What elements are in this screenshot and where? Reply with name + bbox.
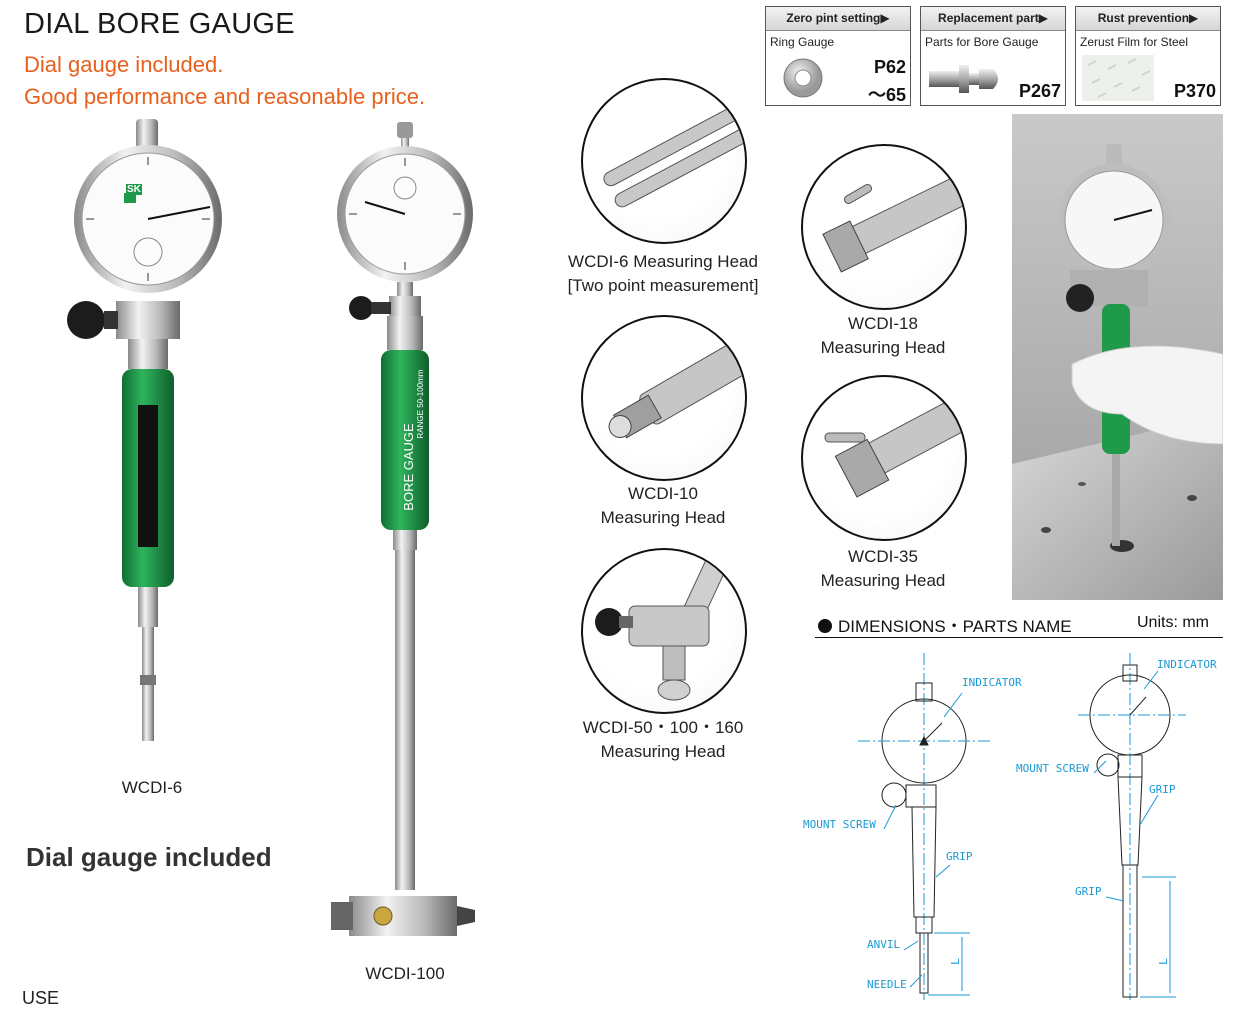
ref-box-rust-prevention[interactable]: Rust prevention▶ Zerust Film for Steel P…	[1075, 6, 1221, 106]
label-grip-left: GRIP	[946, 850, 973, 863]
sk-badge: SK	[126, 184, 142, 195]
head-image-wcdi-10	[581, 315, 747, 481]
ref-heading: Rust prevention▶	[1076, 7, 1220, 31]
zerust-film-icon	[1082, 55, 1154, 101]
label-mount-screw-left: MOUNT SCREW	[803, 818, 876, 831]
dimensions-heading: DIMENSIONS・PARTS NAME	[818, 612, 1072, 637]
head-image-wcdi-6	[581, 78, 747, 244]
ring-gauge-icon	[783, 58, 823, 98]
caption-wcdi-6: WCDI-6	[121, 778, 183, 797]
caption-wcdi-18-head: WCDI-18 Measuring Head	[820, 314, 946, 357]
caption-wcdi-10-head: WCDI-10 Measuring Head	[600, 484, 726, 527]
ref-page: P370	[1173, 81, 1216, 101]
ref-heading: Replacement part▶	[921, 7, 1065, 31]
triangle-right-icon: ▶	[880, 11, 890, 25]
caption-wcdi-100: WCDI-100	[365, 964, 445, 983]
wcdi-6-gauge-image	[67, 119, 222, 741]
label-indicator-right: INDICATOR	[1157, 658, 1217, 671]
label-grip-right-upper: GRIP	[1149, 783, 1176, 796]
caption-wcdi-6-head: WCDI-6 Measuring Head [Two point measure…	[567, 252, 759, 295]
label-length-right: L	[1156, 958, 1170, 965]
triangle-right-icon: ▶	[1038, 11, 1048, 25]
label-mount-screw-right: MOUNT SCREW	[1016, 762, 1089, 775]
label-anvil: ANVIL	[867, 938, 901, 951]
subtitle-line-2: Good performance and reasonable price.	[24, 84, 426, 109]
caption-wcdi-50-head: WCDI-50・100・160 Measuring Head	[582, 718, 744, 761]
head-image-wcdi-18	[801, 144, 967, 310]
dimensions-diagram	[858, 653, 1186, 1000]
head-image-wcdi-35	[801, 375, 967, 541]
subtitle-line-1: Dial gauge included.	[24, 52, 224, 77]
divider	[815, 637, 1223, 638]
bore-part-icon	[929, 65, 998, 93]
label-length-left: L	[948, 958, 962, 965]
head-image-wcdi-50	[581, 548, 747, 714]
triangle-right-icon: ▶	[1189, 11, 1199, 25]
ref-description: Parts for Bore Gauge	[925, 35, 1039, 49]
use-label: USE	[22, 988, 60, 1008]
ref-page: P62	[873, 57, 906, 77]
ref-description: Zerust Film for Steel	[1080, 35, 1189, 49]
label-needle: NEEDLE	[867, 978, 907, 991]
ref-box-zero-setting[interactable]: Zero pint setting▶ Ring Gauge P62 ～65	[765, 6, 911, 106]
wcdi-100-gauge-image	[331, 122, 475, 936]
label-indicator-left: INDICATOR	[962, 676, 1022, 689]
caption-wcdi-35-head: WCDI-35 Measuring Head	[820, 547, 946, 590]
label-grip-right-lower: GRIP	[1075, 885, 1102, 898]
ref-box-replacement-part[interactable]: Replacement part▶ Parts for Bore Gauge P…	[920, 6, 1066, 106]
right-range-label: RANGE 50-100mm	[416, 369, 425, 439]
usage-photo	[1012, 114, 1223, 600]
page-title: DIAL BORE GAUGE	[24, 8, 295, 40]
dial-gauge-note: Dial gauge included	[26, 842, 272, 872]
ref-page: P267	[1018, 81, 1061, 101]
ref-description: Ring Gauge	[770, 35, 835, 49]
ref-heading: Zero pint setting▶	[766, 7, 910, 31]
bullet-icon	[818, 619, 832, 633]
left-grip-label: RANGE 4-6mm	[199, 468, 214, 559]
units-label: Units: mm	[1137, 614, 1209, 631]
ref-page-range: ～65	[867, 85, 906, 105]
